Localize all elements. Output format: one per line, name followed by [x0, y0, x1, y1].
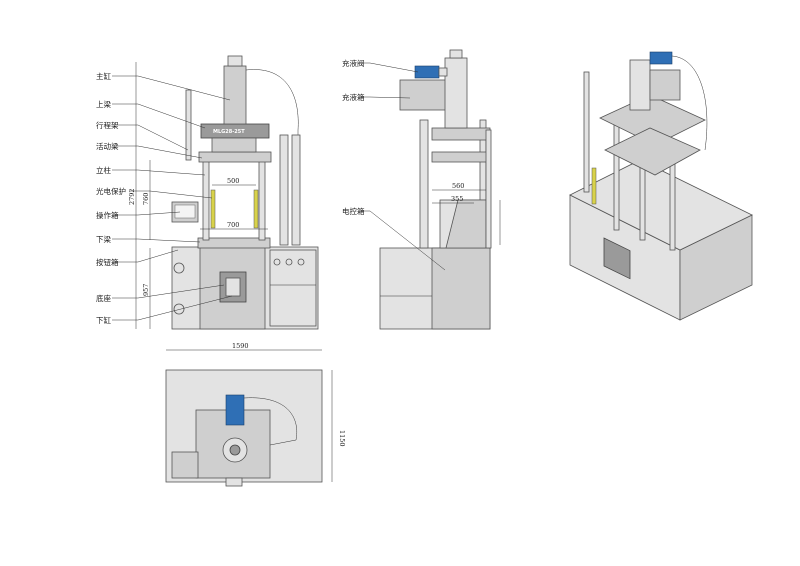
- label-stroke-frame: 行程架: [96, 120, 119, 130]
- nameplate: MLG28-25T: [213, 129, 245, 135]
- iso-light-curtain: [591, 167, 597, 205]
- label-photo-protection: 光电保护: [96, 186, 126, 196]
- label-upper-beam: 上梁: [96, 100, 111, 109]
- front-moving-beam: [198, 151, 272, 163]
- dim-stroke: 760: [142, 193, 150, 205]
- side-column-left: [419, 119, 429, 249]
- isometric-view: [569, 51, 753, 321]
- dim-column-spacing: 500: [227, 177, 239, 185]
- front-view: MLG28-25T 主缸 上梁 行程架 活动梁 立柱 光电保护 操作箱 下梁 按…: [96, 55, 319, 330]
- label-electric-box: 电控箱: [342, 206, 365, 216]
- light-curtain-left: [210, 189, 216, 229]
- label-operation-box: 操作箱: [96, 210, 119, 220]
- side-main-cylinder: [444, 57, 468, 129]
- knob-icon: [173, 303, 185, 315]
- label-column: 立柱: [96, 165, 111, 175]
- button-icon: [297, 258, 305, 266]
- iso-moving-beam: [604, 127, 701, 176]
- top-operation-box: [171, 451, 199, 479]
- iso-filling-tank: [649, 69, 681, 101]
- dim-top-depth: 1150: [338, 430, 346, 447]
- button-icon: [285, 258, 293, 266]
- label-moving-beam: 活动梁: [96, 141, 119, 151]
- label-filling-valve: 充液阀: [342, 58, 365, 68]
- front-column-right: [258, 159, 266, 241]
- front-main-cylinder: [223, 65, 247, 125]
- front-pipe-right: [279, 134, 289, 246]
- dim-side-width-a: 560: [452, 182, 464, 190]
- iso-column: [613, 119, 620, 231]
- front-lower-beam: [197, 237, 271, 249]
- label-button-box: 按钮箱: [96, 257, 119, 267]
- dim-table-width: 700: [227, 221, 239, 229]
- side-upper-beam: [431, 127, 491, 141]
- dim-side-width-b: 355: [451, 195, 463, 203]
- top-filling-valve-icon: [225, 394, 245, 426]
- iso-main-cylinder: [629, 59, 651, 111]
- label-filling-tank: 充液箱: [342, 92, 365, 102]
- label-base: 底座: [96, 293, 111, 303]
- knob-icon: [173, 262, 185, 274]
- label-lower-cylinder: 下缸: [96, 315, 111, 325]
- side-view: 充液阀 充液箱 电控箱 560 355: [342, 49, 501, 330]
- dim-total-height: 2792: [128, 188, 136, 205]
- electric-control-box: [431, 247, 491, 330]
- filling-valve-icon: [414, 65, 440, 79]
- light-curtain-right: [253, 189, 259, 229]
- top-view: 1590 1150: [165, 342, 346, 487]
- label-lower-beam: 下梁: [96, 235, 111, 244]
- side-moving-beam: [431, 151, 491, 163]
- dim-top-length: 1590: [232, 342, 249, 350]
- dim-base-height: 957: [142, 284, 150, 296]
- label-main-cylinder: 主缸: [96, 71, 111, 81]
- iso-filling-valve-icon: [649, 51, 673, 65]
- button-icon: [273, 258, 281, 266]
- front-column-left: [202, 159, 210, 241]
- front-stroke-frame: [185, 89, 192, 161]
